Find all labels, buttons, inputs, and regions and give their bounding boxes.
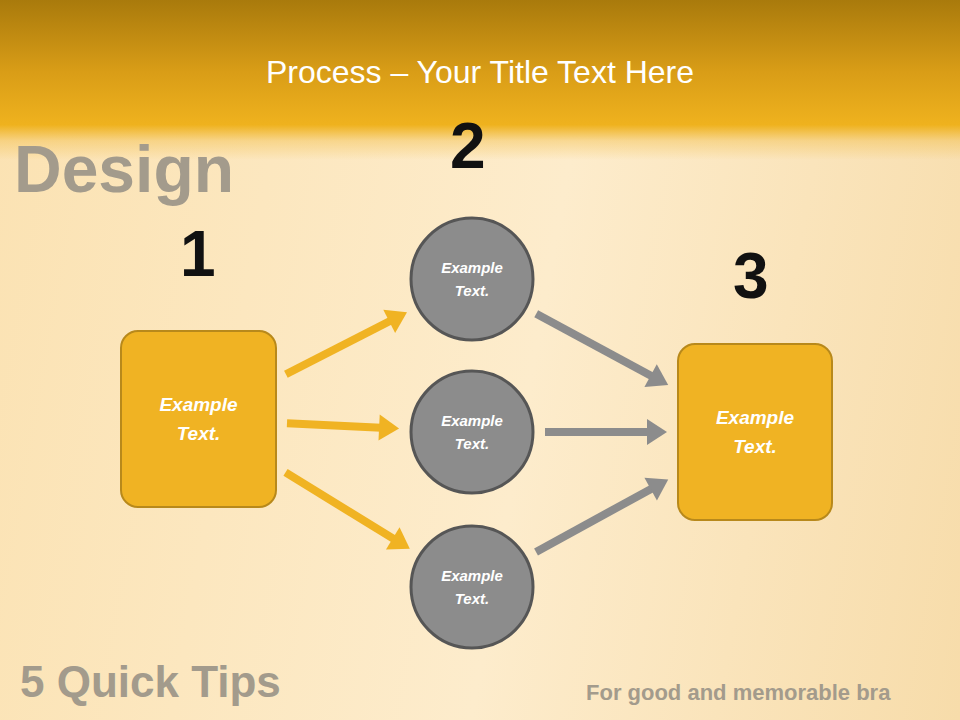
process-circle: Example Text. — [409, 524, 535, 650]
arrow-shaft — [536, 314, 652, 377]
step-number: 2 — [450, 114, 486, 178]
flow-arrow — [545, 419, 667, 445]
circle-outline — [409, 369, 535, 495]
box-outline — [120, 330, 277, 508]
node-text: Example Text. — [144, 390, 254, 448]
node-text: Example Text. — [432, 256, 512, 302]
slide-title: Process – Your Title Text Here — [0, 52, 960, 92]
circle-shape — [411, 371, 533, 493]
node-content: Example Text. — [409, 524, 535, 650]
process-box: Example Text. — [120, 330, 277, 508]
flow-arrow — [536, 478, 668, 552]
node-text: Example Text. — [432, 564, 512, 610]
arrow-head — [644, 364, 668, 387]
watermark: For good and memorable bra — [586, 682, 890, 704]
arrow-shaft — [287, 423, 381, 427]
flow-arrow — [536, 314, 668, 387]
box-shape — [678, 344, 832, 520]
arrow-head — [378, 415, 399, 441]
arrow-shaft — [286, 320, 391, 374]
circle-outline — [409, 216, 535, 342]
arrow-head — [383, 310, 407, 333]
arrow-head — [647, 419, 667, 445]
arrow-shaft — [536, 488, 652, 552]
flow-arrow — [287, 415, 399, 441]
node-content: Example Text. — [677, 343, 833, 521]
arrow-shaft — [545, 428, 649, 436]
process-circle: Example Text. — [409, 216, 535, 342]
watermark: 5 Quick Tips — [20, 660, 281, 704]
arrow-head — [386, 527, 410, 549]
node-content: Example Text. — [409, 216, 535, 342]
step-number: 1 — [180, 222, 216, 286]
node-text: Example Text. — [432, 409, 512, 455]
arrow-shaft — [286, 472, 395, 539]
circle-shape — [411, 218, 533, 340]
flow-arrow — [286, 310, 407, 374]
node-content: Example Text. — [120, 330, 277, 508]
circle-shape — [411, 526, 533, 648]
process-circle: Example Text. — [409, 369, 535, 495]
box-outline — [677, 343, 833, 521]
watermark: Design — [14, 136, 234, 202]
box-shape — [121, 331, 276, 507]
process-box: Example Text. — [677, 343, 833, 521]
step-number: 3 — [733, 244, 769, 308]
arrow-head — [644, 478, 668, 501]
node-content: Example Text. — [409, 369, 535, 495]
flow-arrow — [286, 472, 410, 549]
node-text: Example Text. — [700, 403, 810, 461]
circle-outline — [409, 524, 535, 650]
